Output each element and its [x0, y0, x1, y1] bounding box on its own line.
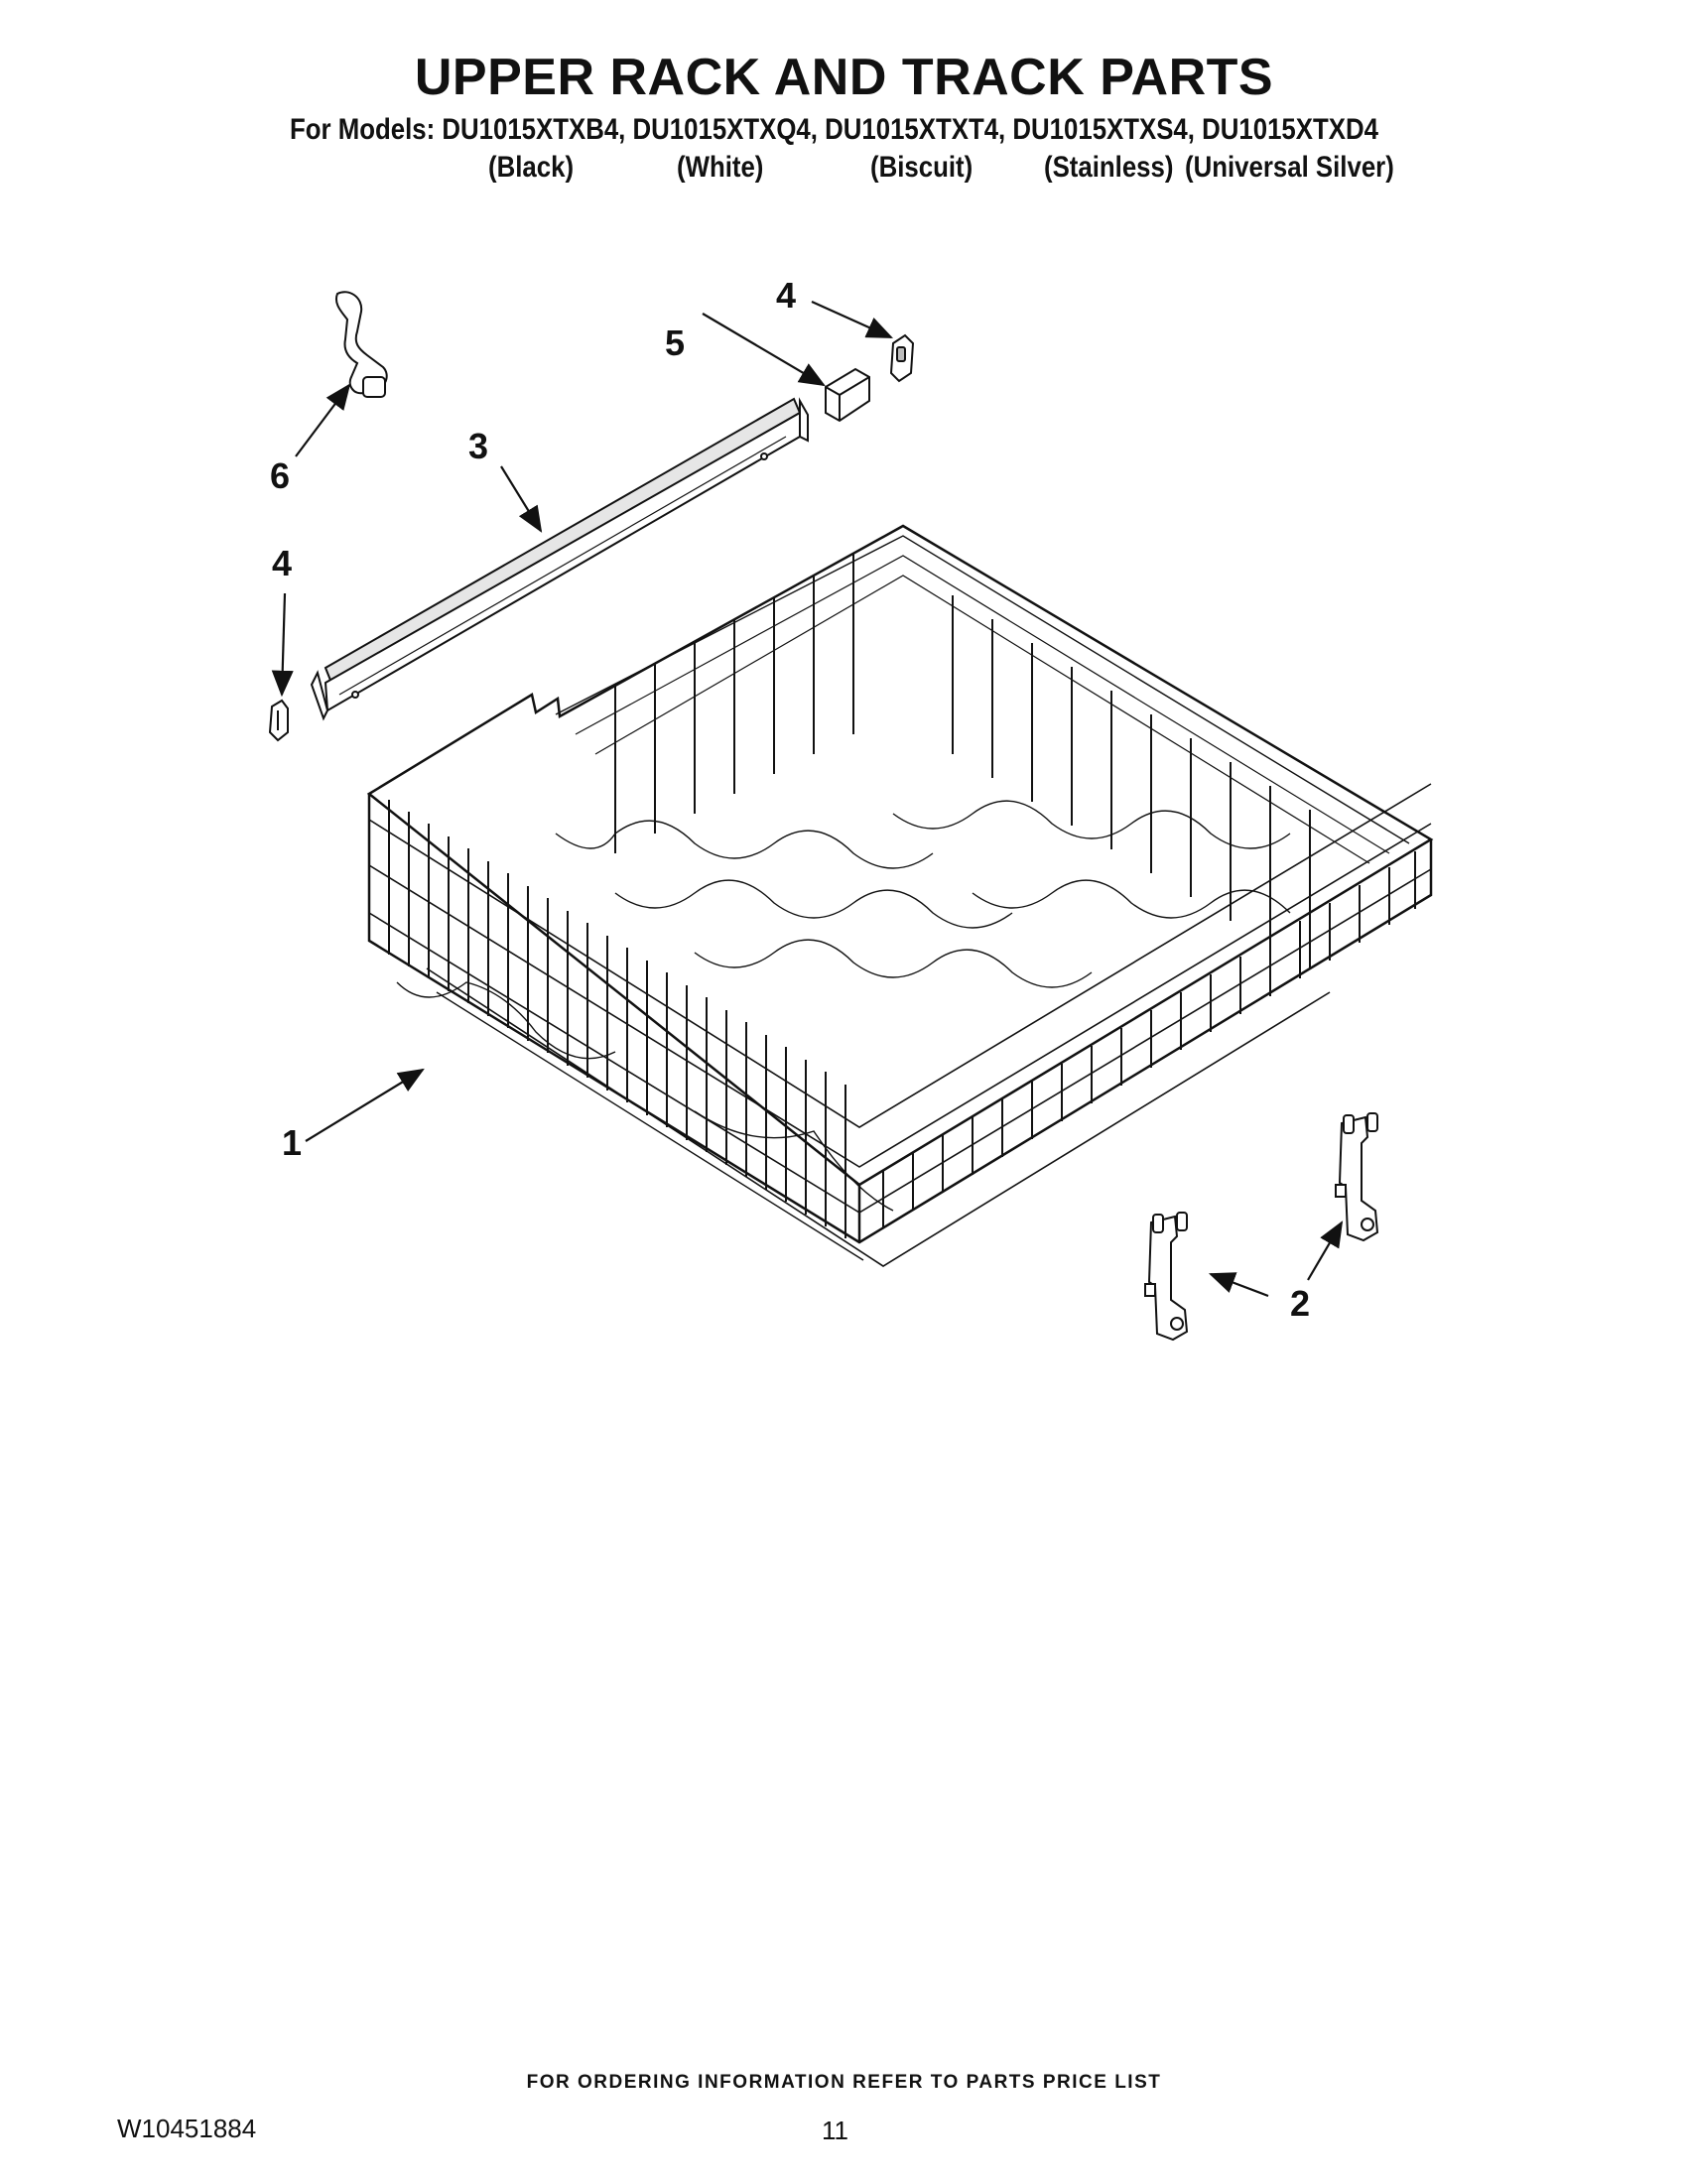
- stop-right-part: [889, 333, 915, 383]
- callout-stop-left: 4: [272, 543, 293, 583]
- page-number: 11: [822, 2116, 848, 2145]
- variant-biscuit: (Biscuit): [870, 151, 974, 184]
- end-cap-part: [825, 367, 870, 423]
- document-number: W10451884: [117, 2114, 257, 2143]
- callout-roller: 2: [1290, 1283, 1311, 1324]
- variant-stainless: (Stainless): [1044, 151, 1174, 184]
- callout-end-cap: 5: [665, 322, 686, 363]
- stop-left-part: [268, 699, 289, 742]
- variant-black: (Black): [488, 151, 575, 184]
- ordering-note: FOR ORDERING INFORMATION REFER TO PARTS …: [526, 2072, 1162, 2093]
- roller-front-part: [1144, 1212, 1189, 1342]
- leader-lines: [271, 300, 1344, 1298]
- callout-stop-right: 4: [776, 275, 797, 316]
- page-title: UPPER RACK AND TRACK PARTS: [414, 49, 1274, 106]
- clip-part: [335, 291, 388, 398]
- callout-clip: 6: [270, 455, 291, 496]
- track-part: [310, 397, 809, 721]
- rack-part: [366, 524, 1434, 1267]
- callout-rack: 1: [282, 1122, 303, 1163]
- variant-white: (White): [677, 151, 764, 184]
- variant-universal-silver: (Universal Silver): [1185, 151, 1394, 184]
- callout-track: 3: [468, 426, 489, 466]
- models-line: For Models: DU1015XTXB4, DU1015XTXQ4, DU…: [290, 113, 1378, 146]
- roller-back-part: [1335, 1112, 1379, 1242]
